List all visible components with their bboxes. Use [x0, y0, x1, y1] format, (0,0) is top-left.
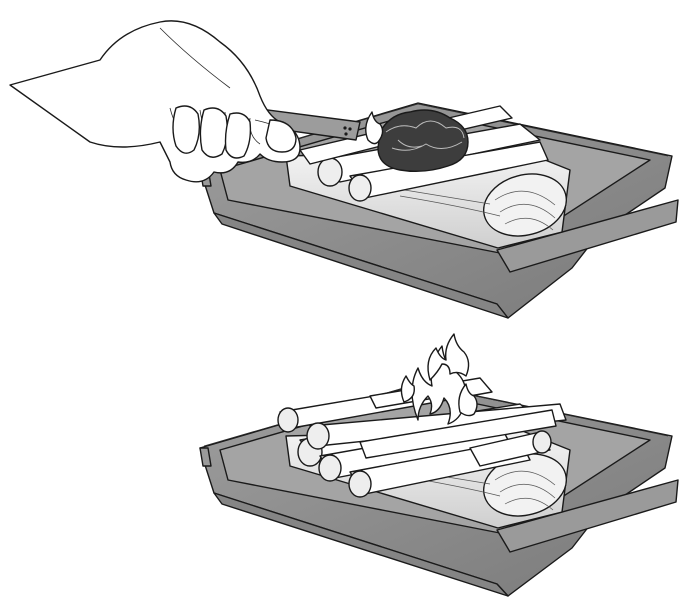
panel-ignite [10, 21, 678, 318]
panel-burning [200, 334, 678, 596]
hand [10, 21, 300, 182]
